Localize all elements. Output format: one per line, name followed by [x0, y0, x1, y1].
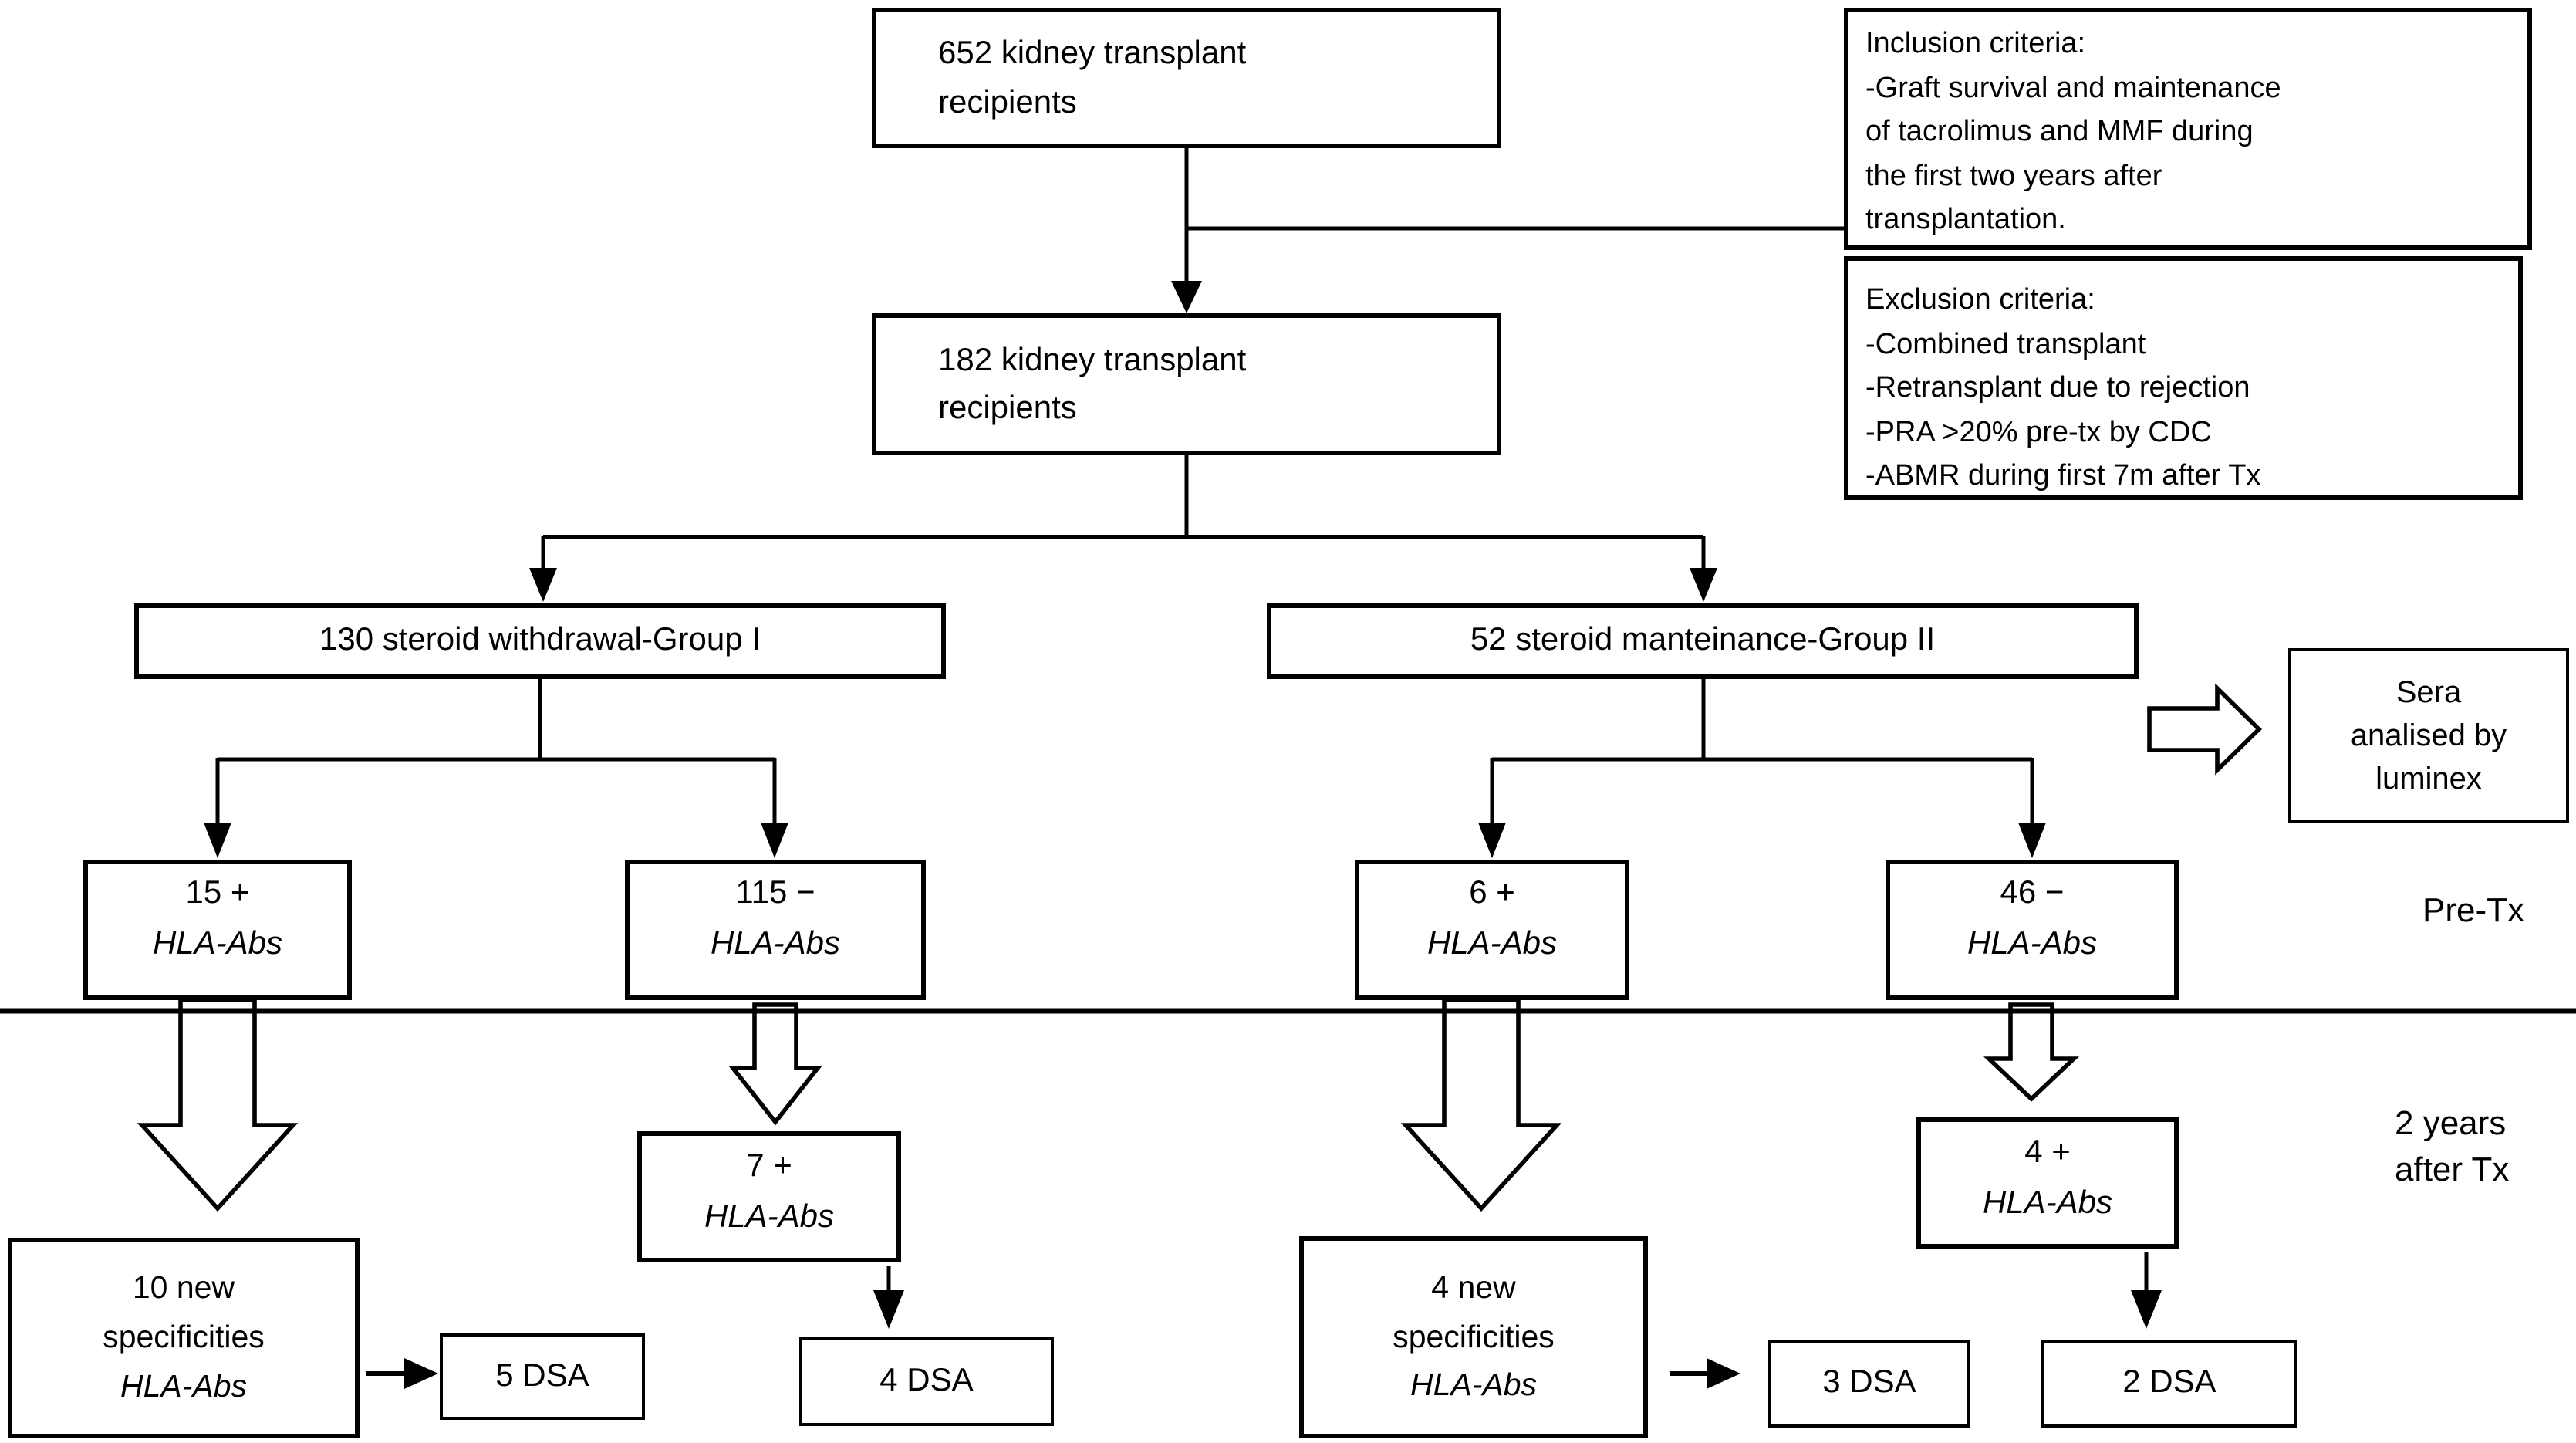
node-46-count: 46 −: [2000, 874, 2065, 911]
node-2-dsa: 2 DSA: [2041, 1340, 2297, 1428]
node-46-neg-hla: 46 − HLA-Abs: [1886, 860, 2179, 1000]
new10-line3: HLA-Abs: [120, 1368, 248, 1404]
inclusion-line4: the first two years after: [1865, 160, 2162, 192]
node-115-count: 115 −: [735, 874, 815, 911]
connector-652-to-182: [1171, 147, 1202, 313]
node-4-count: 4 +: [2024, 1134, 2071, 1170]
hollow-arrow-15-to-10new-icon: [137, 998, 299, 1212]
connector-group1-split: [204, 678, 788, 858]
node-182-line2: recipients: [938, 390, 1077, 426]
sera-line1: Sera: [2395, 675, 2462, 709]
node-5-dsa: 5 DSA: [440, 1333, 645, 1420]
node-sera-luminex: Sera analised by luminex: [2288, 648, 2569, 823]
node-group1: 130 steroid withdrawal-Group I: [134, 603, 946, 679]
new4-line3: HLA-Abs: [1410, 1367, 1538, 1404]
label-pre-tx: Pre-Tx: [2376, 887, 2571, 933]
arrow-10new-to-5dsa: [366, 1358, 438, 1389]
inclusion-line1: Inclusion criteria:: [1865, 28, 2086, 60]
node-15-pos-hla: 15 + HLA-Abs: [83, 860, 352, 1000]
node-10-new-specificities: 10 new specificities HLA-Abs: [8, 1238, 360, 1438]
connector-182-split: [529, 454, 1717, 602]
node-15-count: 15 +: [185, 874, 250, 911]
connector-group2-split: [1478, 678, 2046, 858]
node-652-line2: recipients: [938, 84, 1077, 120]
sera-line3: luminex: [2375, 762, 2482, 796]
exclusion-line1: Exclusion criteria:: [1865, 284, 2095, 316]
inclusion-line5: transplantation.: [1865, 204, 2066, 236]
node-182-line1: 182 kidney transplant: [938, 342, 1247, 377]
arrow-7-to-4dsa: [873, 1266, 904, 1329]
hollow-arrow-46-to-4plus-icon: [1983, 1002, 2080, 1102]
new10-line1: 10 new: [132, 1270, 235, 1306]
new4-line1: 4 new: [1431, 1269, 1516, 1306]
exclusion-line2: -Combined transplant: [1865, 328, 2146, 360]
node-3-dsa: 3 DSA: [1768, 1340, 1970, 1428]
node-4-dsa: 4 DSA: [799, 1337, 1054, 1426]
node-15-abs: HLA-Abs: [152, 925, 283, 961]
exclusion-line4: -PRA >20% pre-tx by CDC: [1865, 416, 2212, 448]
node-6-abs: HLA-Abs: [1426, 925, 1558, 961]
node-7-pos-hla: 7 + HLA-Abs: [637, 1131, 901, 1262]
sera-line2: analised by: [2350, 718, 2507, 752]
group1-label: 130 steroid withdrawal-Group I: [319, 622, 761, 658]
dsa3-label: 3 DSA: [1822, 1364, 1916, 1401]
after-tx-line2: after Tx: [2395, 1149, 2510, 1188]
node-6-pos-hla: 6 + HLA-Abs: [1355, 860, 1629, 1000]
new10-line2: specificities: [103, 1320, 265, 1356]
node-4-new-specificities: 4 new specificities HLA-Abs: [1299, 1236, 1648, 1438]
arrow-4new-to-3dsa: [1670, 1358, 1740, 1389]
exclusion-line3: -Retransplant due to rejection: [1865, 372, 2250, 404]
node-652-line1: 652 kidney transplant: [938, 35, 1247, 71]
arrow-4plus-to-2dsa: [2131, 1252, 2162, 1329]
group2-label: 52 steroid manteinance-Group II: [1470, 622, 1936, 658]
hollow-arrow-115-to-7-icon: [728, 1002, 822, 1126]
node-46-abs: HLA-Abs: [1967, 925, 2098, 961]
node-group2: 52 steroid manteinance-Group II: [1267, 603, 2139, 679]
dsa5-label: 5 DSA: [495, 1357, 589, 1394]
inclusion-line2: -Graft survival and maintenance: [1865, 72, 2281, 104]
node-4-pos-hla: 4 + HLA-Abs: [1916, 1117, 2179, 1249]
node-7-abs: HLA-Abs: [704, 1198, 835, 1234]
node-115-abs: HLA-Abs: [710, 925, 841, 961]
hollow-arrow-6-to-4new-icon: [1400, 998, 1562, 1212]
node-182-recipients: 182 kidney transplant recipients: [872, 313, 1501, 455]
new4-line2: specificities: [1393, 1319, 1555, 1355]
pre-tx-text: Pre-Tx: [2422, 890, 2524, 929]
dsa2-label: 2 DSA: [2122, 1364, 2216, 1401]
node-exclusion-criteria: Exclusion criteria: -Combined transplant…: [1844, 256, 2523, 500]
hollow-arrow-sera-icon: [2147, 683, 2262, 776]
after-tx-line1: 2 years: [2395, 1103, 2507, 1142]
dsa4-label: 4 DSA: [879, 1362, 974, 1398]
node-652-recipients: 652 kidney transplant recipients: [872, 8, 1501, 148]
exclusion-line5: -ABMR during first 7m after Tx: [1865, 460, 2261, 492]
node-inclusion-criteria: Inclusion criteria: -Graft survival and …: [1844, 8, 2532, 250]
label-2-years-after-tx: 2 years after Tx: [2395, 1100, 2576, 1192]
node-6-count: 6 +: [1469, 874, 1515, 911]
inclusion-line3: of tacrolimus and MMF during: [1865, 116, 2254, 148]
node-115-neg-hla: 115 − HLA-Abs: [625, 860, 926, 1000]
node-7-count: 7 +: [746, 1147, 792, 1184]
node-4-abs: HLA-Abs: [1982, 1184, 2113, 1220]
